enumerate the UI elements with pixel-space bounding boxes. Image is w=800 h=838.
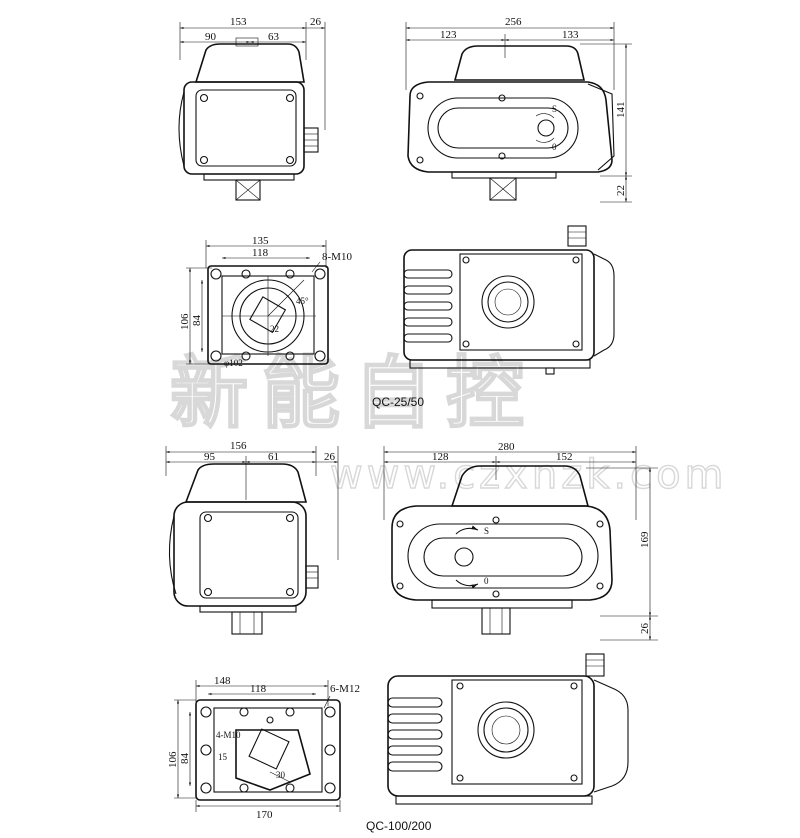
dim-mid-side-width: 280: [498, 441, 515, 453]
dim-large-height-outer: 106: [167, 751, 179, 768]
dim-flange-height-outer: 106: [179, 313, 191, 330]
dim-side-stem: 22: [615, 185, 627, 196]
label-o-mid: 0: [484, 576, 489, 586]
dim-flange-outer: 135: [252, 235, 269, 247]
dim-flange-angle: 45°: [296, 296, 309, 306]
watermark-chinese: 新能自控: [170, 348, 538, 439]
dim-mid-stem: 26: [639, 623, 651, 635]
dim-mid-front-width: 156: [230, 440, 247, 452]
right-view-large: QC-100/200: [366, 653, 629, 833]
side-view-small: 256 123 133 141 22 S 0: [405, 16, 632, 203]
model-label-small: QC-25/50: [372, 395, 424, 409]
dim-side-right: 133: [562, 29, 579, 41]
dim-front-offset: 26: [310, 16, 322, 28]
dim-flange-bore: φ102: [224, 358, 243, 368]
dim-mid-side-left: 128: [432, 451, 449, 463]
flange-view-large: 148 118 6-M12 106 84 4-M10 15 30 170: [167, 675, 360, 821]
front-view-small: 153 26 90 63: [178, 16, 326, 201]
dim-large-pcd: 118: [250, 683, 267, 695]
right-view-small: QC-25/50: [372, 225, 615, 409]
dim-side-height: 141: [615, 102, 627, 119]
dim-side-left: 123: [440, 29, 457, 41]
watermark-url: www.czxnzk.com: [330, 452, 728, 498]
dim-mid-height: 169: [639, 531, 651, 548]
flange-view-small: 135 118 8-M10 106 84 45° 22 φ102: [179, 235, 352, 368]
dim-large-square: 30: [276, 770, 286, 780]
dim-large-small: 15: [218, 752, 228, 762]
label-s-top: S: [552, 104, 557, 114]
front-view-large: 156 95 61 26: [165, 440, 339, 635]
dim-mid-front-left: 95: [204, 451, 216, 463]
dim-large-bolts-outer: 6-M12: [330, 683, 360, 695]
dim-large-bolts-inner: 4-M10: [216, 730, 241, 740]
dim-flange-bolts: 8-M10: [322, 251, 352, 263]
label-o-top: 0: [552, 142, 557, 152]
dim-flange-height-inner: 84: [191, 315, 203, 327]
label-s-mid: S: [484, 526, 489, 536]
dim-front-left: 90: [205, 31, 217, 43]
dim-large-bottom-width: 170: [256, 809, 273, 821]
dim-large-outer: 148: [214, 675, 231, 687]
dim-side-width: 256: [505, 16, 522, 28]
model-label-large: QC-100/200: [366, 819, 432, 833]
dim-flange-square: 22: [270, 324, 279, 334]
dim-mid-front-offset: 26: [324, 451, 336, 463]
dim-front-right: 63: [268, 31, 280, 43]
dim-mid-side-right: 152: [556, 451, 573, 463]
watermark: 新能自控 www.czxnzk.com: [169, 347, 728, 499]
side-view-large: 280 128 152 169 26 S 0: [383, 441, 658, 641]
dim-front-width: 153: [230, 16, 247, 28]
dim-mid-front-right: 61: [268, 451, 279, 463]
dim-large-height-inner: 84: [179, 753, 191, 765]
dim-flange-pcd: 118: [252, 247, 269, 259]
